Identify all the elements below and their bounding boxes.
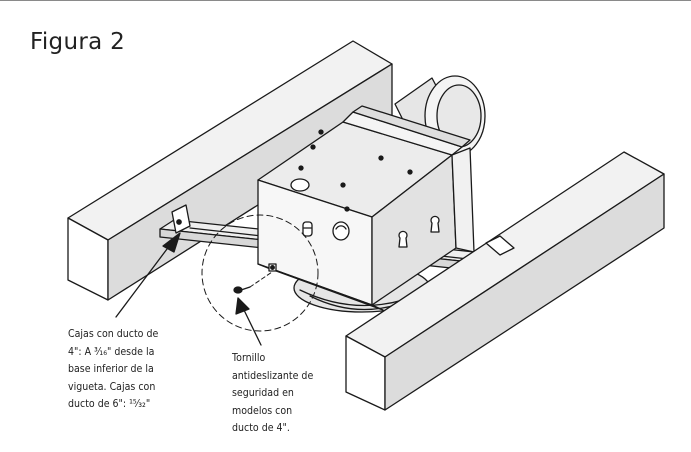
keyhole-slots: [398, 215, 440, 248]
callout-line: Tornillo: [232, 351, 266, 364]
right-joist: [345, 151, 665, 411]
housing-top-holes: [298, 129, 413, 212]
leader-arrow-mounting: [115, 232, 181, 318]
top-rule: [0, 0, 691, 1]
left-bracket-tab: [171, 204, 191, 234]
callout-line: Cajas con ducto de: [68, 327, 159, 340]
front-knockouts: [302, 221, 350, 241]
callout-line: vigueta. Cajas con: [68, 379, 156, 393]
callout-line: base inferior de la: [68, 362, 154, 375]
leader-arrow-screw: [235, 297, 262, 346]
callout-line: antideslizante de: [232, 368, 314, 382]
top-knockout: [290, 178, 310, 192]
detail-circle: [201, 214, 319, 332]
anti-slip-screw: [233, 263, 277, 294]
right-bracket-tab: [485, 235, 515, 256]
housing-box: [257, 105, 475, 311]
callout-line: modelos con: [232, 403, 293, 417]
right-joist-side: [384, 173, 665, 411]
callout-mounting-height: Cajas con ducto de 4": A ³⁄₁₆" desde la …: [68, 325, 158, 413]
callout-line: seguridad en: [232, 386, 294, 399]
callout-line: 4": A ³⁄₁₆" desde la: [68, 344, 155, 358]
left-joist: [67, 40, 393, 301]
callout-line: ducto de 4".: [232, 421, 290, 434]
callout-line: ducto de 6": ¹⁵⁄₃₂": [68, 397, 151, 410]
callout-anti-slip-screw: Tornillo antideslizante de seguridad en …: [232, 349, 313, 437]
figure-title: Figura 2: [30, 29, 126, 55]
